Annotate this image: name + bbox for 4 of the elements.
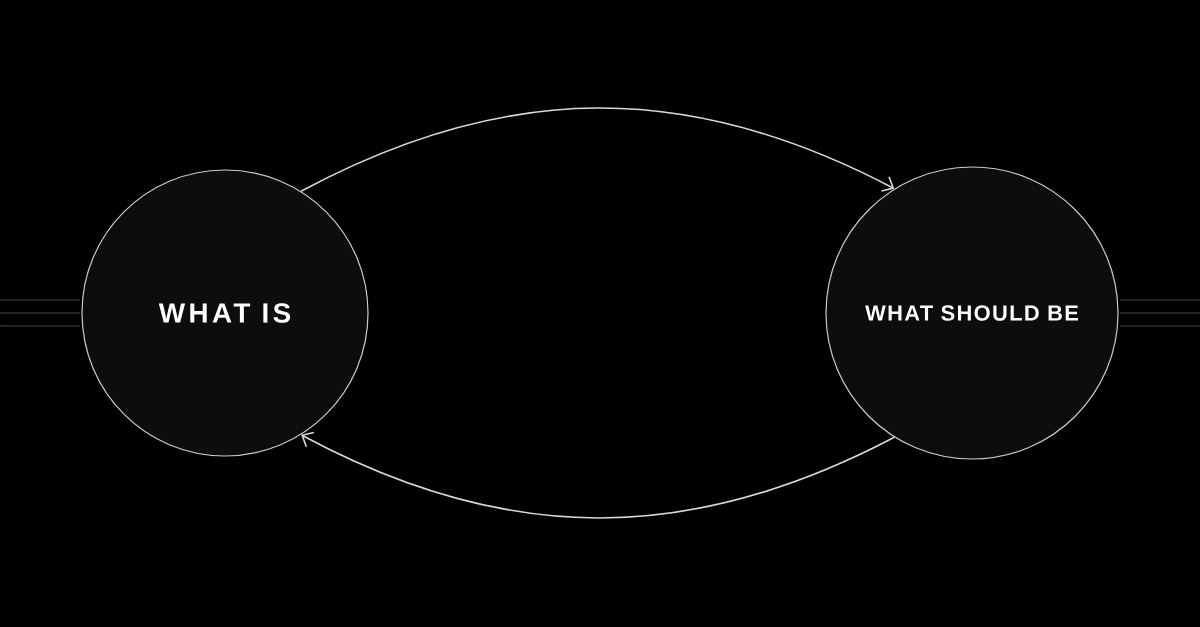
curved-arrow	[300, 107, 895, 192]
curved-arrow	[301, 431, 896, 519]
circle-node: WHAT IS	[81, 169, 369, 457]
circle-node: WHAT SHOULD BE	[825, 166, 1119, 460]
